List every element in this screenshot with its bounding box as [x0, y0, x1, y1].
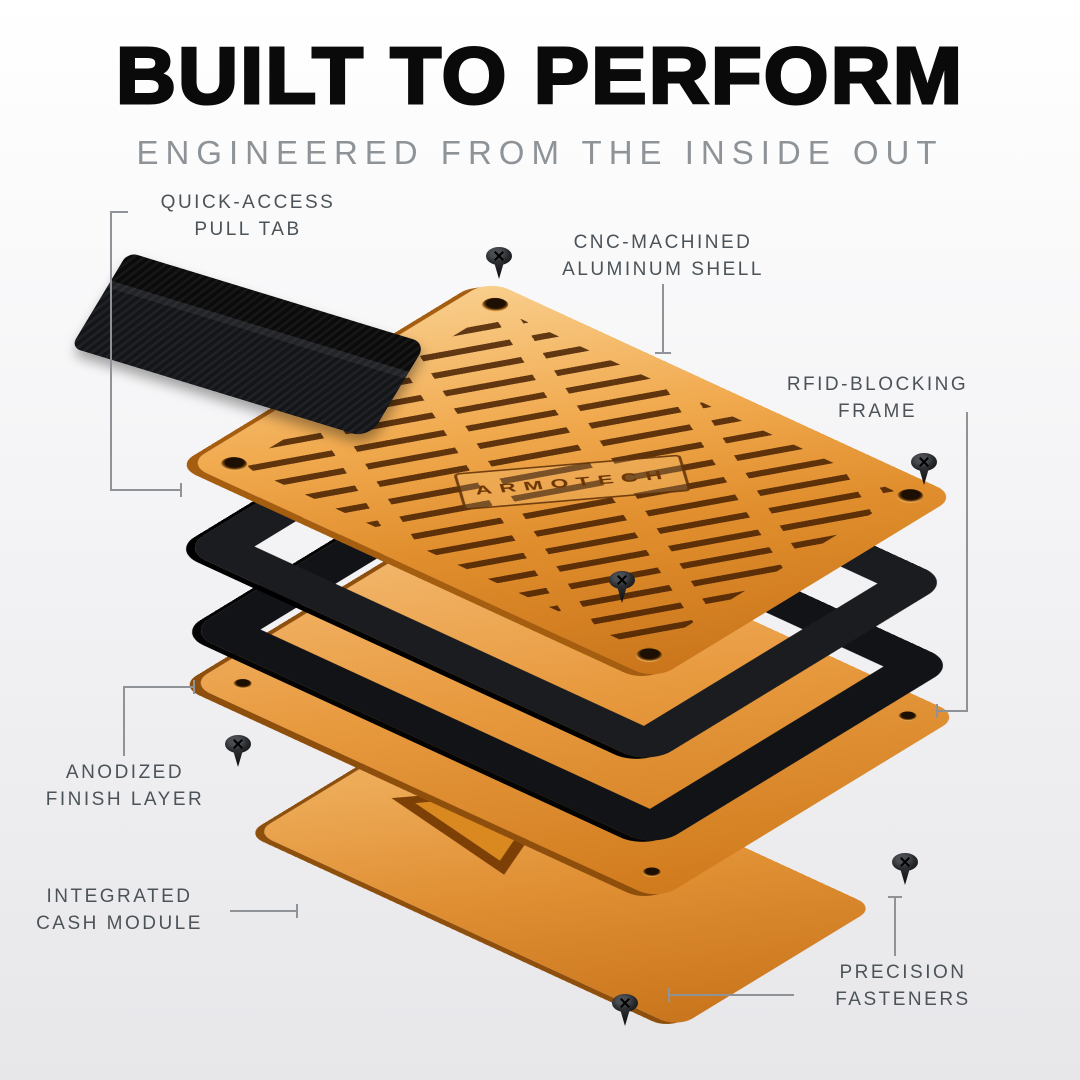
callout-connector-pull-tab — [180, 483, 182, 497]
callout-connector-fasteners — [888, 896, 902, 898]
callout-connector-fasteners — [668, 994, 794, 996]
callout-connector-rfid — [966, 412, 968, 712]
screw-hole — [638, 865, 665, 879]
screw-hole — [630, 645, 668, 665]
callout-cash-module: INTEGRATED CASH MODULE — [12, 884, 227, 938]
callout-connector-shell — [655, 352, 671, 354]
callout-line: RFID-BLOCKING — [786, 374, 969, 395]
screw-hole — [476, 295, 514, 315]
callout-connector-pull-tab — [110, 489, 182, 491]
fastener-screw — [486, 247, 512, 283]
screw-hole — [894, 709, 921, 723]
callout-line: FASTENERS — [835, 988, 971, 1010]
screw-hole — [215, 454, 253, 474]
headline: BUILT TO PERFORM — [114, 31, 965, 120]
callout-aluminum-shell: CNC-MACHINED ALUMINUM SHELL — [538, 230, 788, 284]
callout-connector-rfid — [936, 710, 968, 712]
callout-connector-cash-module — [296, 904, 298, 918]
screw-hole — [229, 677, 256, 691]
callout-connector-anodized — [193, 680, 195, 694]
callout-line: CASH MODULE — [36, 912, 203, 934]
callout-line: FINISH LAYER — [45, 788, 205, 810]
pull-tab-strap — [70, 252, 427, 439]
header: BUILT TO PERFORM ENGINEERED FROM THE INS… — [0, 31, 1080, 172]
fastener-screw — [911, 453, 937, 489]
callout-connector-shell — [662, 284, 664, 352]
callout-connector-fasteners — [668, 988, 670, 1002]
callout-connector-fasteners — [894, 898, 896, 956]
screw-hole — [891, 486, 929, 506]
fastener-screw — [609, 571, 635, 607]
callout-line: ANODIZED — [65, 762, 185, 783]
callout-line: CNC-MACHINED — [573, 232, 753, 253]
callout-connector-pull-tab — [110, 211, 112, 491]
callout-line: INTEGRATED — [46, 886, 193, 907]
callout-line: QUICK-ACCESS — [160, 192, 336, 213]
callout-line: PRECISION — [839, 962, 967, 983]
callout-line: ALUMINUM SHELL — [562, 258, 764, 280]
fastener-screw — [612, 994, 638, 1030]
fastener-screw — [892, 853, 918, 889]
callout-fasteners: PRECISION FASTENERS — [798, 960, 1008, 1014]
callout-connector-anodized — [123, 688, 125, 756]
callout-anodized-layer: ANODIZED FINISH LAYER — [20, 760, 230, 814]
callout-line: FRAME — [838, 400, 917, 422]
callout-connector-pull-tab — [110, 211, 128, 213]
callout-connector-anodized — [123, 686, 195, 688]
callout-rfid-frame: RFID-BLOCKING FRAME — [775, 372, 980, 426]
callout-pull-tab: QUICK-ACCESS PULL TAB — [128, 190, 368, 244]
callout-line: PULL TAB — [194, 218, 302, 240]
callout-connector-cash-module — [230, 910, 298, 912]
subheadline: ENGINEERED FROM THE INSIDE OUT — [136, 134, 944, 171]
brand-name: ARMOTECH — [472, 467, 672, 497]
callout-connector-rfid — [936, 704, 938, 718]
fastener-screw — [225, 735, 251, 771]
